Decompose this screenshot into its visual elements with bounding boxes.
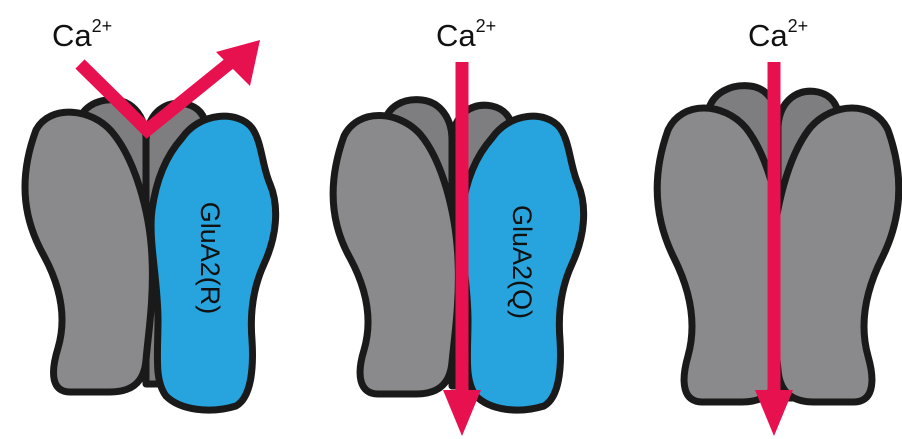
channel-gluA2-r: GluA2(R) Ca2+ bbox=[25, 16, 276, 410]
ion-flow-arrow-head bbox=[755, 390, 793, 436]
ion-label: Ca2+ bbox=[52, 16, 112, 53]
ion-label: Ca2+ bbox=[748, 16, 808, 53]
ion-base: Ca bbox=[748, 18, 788, 53]
ion-flow-arrow-head bbox=[443, 390, 481, 436]
ion-base: Ca bbox=[436, 18, 476, 53]
subunit-label: GluA2(Q) bbox=[507, 205, 537, 319]
channel-gluA2-q: GluA2(Q) Ca2+ bbox=[333, 16, 584, 436]
ion-base: Ca bbox=[52, 18, 92, 53]
ion-charge: 2+ bbox=[92, 16, 113, 36]
ion-label: Ca2+ bbox=[436, 16, 496, 53]
ion-charge: 2+ bbox=[788, 16, 809, 36]
subunit-label: GluA2(R) bbox=[195, 202, 225, 315]
ion-charge: 2+ bbox=[476, 16, 497, 36]
channel-without-gluA2: Ca2+ bbox=[657, 16, 899, 436]
